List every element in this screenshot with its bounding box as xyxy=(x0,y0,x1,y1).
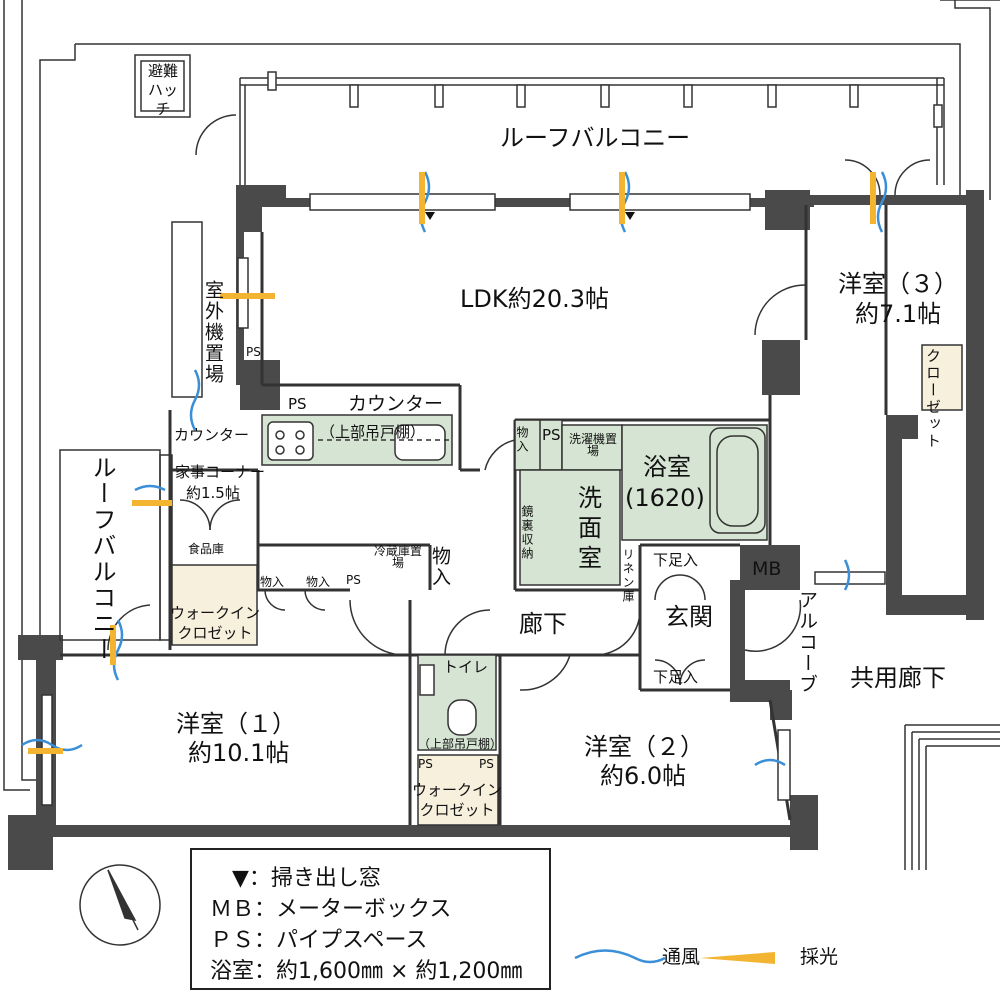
mirror-storage-label: 鏡裏収納 xyxy=(520,505,534,561)
bathtub xyxy=(709,427,766,534)
toilet-fixture xyxy=(419,664,477,736)
door-swings xyxy=(107,114,931,691)
daylight-bar-icons xyxy=(28,172,876,964)
ps-label-4: PS xyxy=(542,426,561,444)
entrance-label: 玄関 xyxy=(665,603,713,631)
legend-mb: ＭＢ：メーターボックス xyxy=(210,897,452,922)
legend-bath: 浴室：約1,600㎜ × 約1,200㎜ xyxy=(210,959,523,984)
sweep-window-markers xyxy=(425,212,635,220)
ps-label-3: PS xyxy=(346,573,361,587)
roof-balcony-top-label: ルーフバルコニー xyxy=(500,124,691,152)
western-room-3-name: 洋室（３） xyxy=(838,270,958,298)
closet-3-label: クローゼット xyxy=(924,348,942,450)
common-corridor-steps xyxy=(904,724,1000,870)
western-room-2-name: 洋室（２） xyxy=(584,733,704,761)
pantry-label: 食品庫 xyxy=(188,542,225,556)
western-room-1-name: 洋室（１） xyxy=(176,710,296,738)
hallway-label: 廊下 xyxy=(519,610,567,638)
legend-box: ▼：掃き出し窓 ＭＢ：メーターボックス ＰＳ：パイプスペース 浴室：約1,600… xyxy=(190,848,551,990)
shoe-box-2-label: 下足入 xyxy=(653,668,699,686)
kitchen-sink xyxy=(267,421,446,461)
balcony-post-marks xyxy=(267,71,943,128)
storage-3-label: 物入 xyxy=(515,426,529,454)
north-compass-icon xyxy=(79,864,161,946)
legend-ps: ＰＳ：パイプスペース xyxy=(210,928,428,953)
mb-label: MB xyxy=(752,558,782,580)
roof-balcony-left-label: ルーフバルコニー xyxy=(88,455,116,663)
evacuation-hatch xyxy=(134,54,191,118)
bathroom-size: (1620) xyxy=(625,484,705,512)
bathroom-name: 浴室 xyxy=(643,453,691,481)
outer-outline xyxy=(3,0,1000,791)
storage-4-label: 物入 xyxy=(429,546,451,588)
legend-sweep-window: ▼：掃き出し窓 xyxy=(232,866,381,891)
western-room-1-size: 約10.1帖 xyxy=(188,739,290,767)
closet-areas xyxy=(171,344,963,646)
fridge-label: 冷蔵庫置場 xyxy=(373,544,422,570)
upper-cabinet-label: （上部吊戸棚） xyxy=(320,423,426,441)
linen-label: リネン庫 xyxy=(621,548,635,604)
alcove-label: アルコーブ xyxy=(796,590,818,695)
western-room-2-size: 約6.0帖 xyxy=(600,762,687,790)
ps-label-6: PS xyxy=(479,757,494,771)
storage-1-label: 物入 xyxy=(260,575,285,589)
washroom-label: 洗面室 xyxy=(578,484,602,572)
counter-left-label: カウンター xyxy=(174,426,250,444)
shoe-box-1-label: 下足入 xyxy=(653,551,699,569)
walkin-closet-1-label: ウォークインクロゼット xyxy=(169,604,260,642)
storage-2-label: 物入 xyxy=(306,575,331,589)
evacuation-hatch-label: 避難ハッチ xyxy=(147,62,178,118)
ps-label-1: PS xyxy=(246,345,261,359)
western-room-3-size: 約7.1帖 xyxy=(855,300,942,328)
ps-label-2: PS xyxy=(288,395,307,413)
housework-corner-name: 家事コーナー xyxy=(175,463,266,481)
legend-daylight: 採光 xyxy=(800,946,839,968)
walkin-closet-2-label: ウォークインクロゼット xyxy=(411,781,502,819)
common-corridor-label: 共用廊下 xyxy=(850,664,946,692)
ldk-label: LDK約20.3帖 xyxy=(460,285,610,313)
counter-top-label: カウンター xyxy=(348,393,444,415)
ps-label-5: PS xyxy=(418,757,433,771)
toilet-upper-cabinet-label: （上部吊戸棚） xyxy=(418,737,503,751)
toilet-label: トイレ xyxy=(443,658,489,676)
legend-ventilation: 通風 xyxy=(662,946,701,968)
housework-corner-size: 約1.5帖 xyxy=(186,484,240,502)
washer-label: 洗濯機置場 xyxy=(568,432,617,458)
outdoor-unit-label: 室外機置場 xyxy=(202,280,224,385)
